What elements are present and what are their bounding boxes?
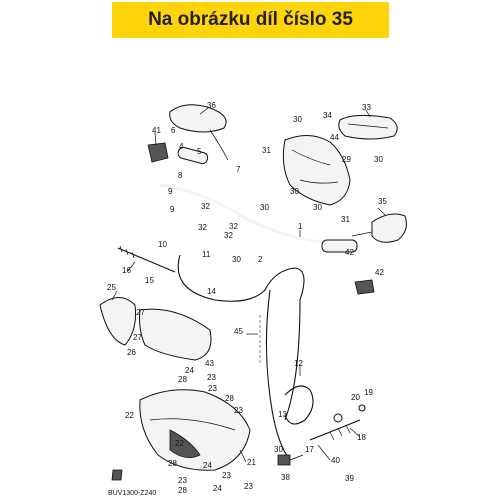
label-30d: 30 (313, 203, 322, 212)
label-18: 18 (357, 433, 366, 442)
label-11: 11 (202, 250, 211, 259)
label-22b: 22 (175, 439, 184, 448)
label-45: 45 (234, 327, 243, 336)
label-32c: 32 (229, 222, 238, 231)
label-36: 36 (207, 101, 216, 110)
right-mirror[interactable] (351, 213, 407, 243)
label-30b: 30 (374, 155, 383, 164)
label-7: 7 (236, 165, 241, 174)
label-15: 15 (145, 276, 154, 285)
decal-emblem (111, 469, 123, 481)
brake-cable-2 (265, 289, 291, 461)
label-28c: 28 (168, 459, 177, 468)
right-grip[interactable] (321, 239, 358, 253)
label-19: 19 (364, 388, 373, 397)
label-42: 42 (345, 248, 354, 257)
label-39: 39 (345, 474, 354, 483)
label-20: 20 (351, 393, 360, 402)
lever-holder[interactable] (147, 142, 169, 163)
label-24: 24 (185, 366, 194, 375)
label-31b: 31 (341, 215, 350, 224)
label-23c: 23 (234, 406, 243, 415)
banner-title: Na obrázku díl číslo 35 (148, 9, 353, 30)
label-38: 38 (281, 473, 290, 482)
label-4: 4 (179, 142, 184, 151)
label-28d: 28 (178, 486, 187, 495)
screen-bracket[interactable] (139, 308, 212, 361)
label-34: 34 (323, 111, 332, 120)
label-14: 14 (207, 287, 216, 296)
label-30e: 30 (260, 203, 269, 212)
label-12: 12 (294, 359, 303, 368)
label-33: 33 (362, 103, 371, 112)
label-13: 13 (278, 410, 287, 419)
label-24c: 24 (213, 484, 222, 493)
label-41: 41 (152, 126, 161, 135)
part-labels: 36 33 41 6 30 34 44 4 5 31 29 30 7 8 9 3… (107, 101, 387, 495)
label-40: 40 (331, 456, 340, 465)
windscreen[interactable] (99, 297, 136, 346)
rear-brake-rod[interactable] (309, 419, 361, 441)
label-42b: 42 (375, 268, 384, 277)
label-1: 1 (298, 222, 303, 231)
label-9: 9 (168, 187, 173, 196)
label-23b: 23 (208, 384, 217, 393)
brake-hose (284, 385, 314, 425)
label-9b: 9 (170, 205, 175, 214)
label-32d: 32 (224, 231, 233, 240)
label-26: 26 (127, 348, 136, 357)
label-21: 21 (247, 458, 256, 467)
pin (358, 404, 366, 412)
right-switch[interactable] (354, 279, 375, 295)
label-32b: 32 (198, 223, 207, 232)
brake-cable-3 (284, 299, 301, 421)
label-27: 27 (136, 308, 145, 317)
caliper-bracket (277, 454, 291, 466)
label-6: 6 (171, 126, 176, 135)
label-28b: 28 (225, 394, 234, 403)
label-2: 2 (258, 255, 263, 264)
throttle-cable (117, 247, 176, 273)
label-17: 17 (305, 445, 314, 454)
label-30f: 30 (232, 255, 241, 264)
label-23: 23 (207, 373, 216, 382)
label-23d: 23 (222, 471, 231, 480)
label-30c: 30 (290, 187, 299, 196)
label-23e: 23 (178, 476, 187, 485)
label-24b: 24 (203, 461, 212, 470)
label-30: 30 (293, 115, 302, 124)
brake-cable-1 (177, 254, 305, 302)
label-22: 22 (125, 411, 134, 420)
label-27b: 27 (133, 333, 142, 342)
title-banner: Na obrázku díl číslo 35 (112, 2, 389, 38)
label-35: 35 (378, 197, 387, 206)
label-31: 31 (262, 146, 271, 155)
label-44: 44 (330, 133, 339, 142)
label-30g: 30 (274, 445, 283, 454)
label-10: 10 (158, 240, 167, 249)
label-28: 28 (178, 375, 187, 384)
label-5: 5 (197, 147, 202, 156)
left-mirror[interactable] (169, 104, 229, 161)
label-29: 29 (342, 155, 351, 164)
left-grip[interactable] (177, 146, 209, 165)
meter-cover[interactable] (338, 114, 398, 140)
label-43: 43 (205, 359, 214, 368)
diagram-code: BUV1300-Z240 (108, 490, 156, 497)
spring (333, 413, 343, 423)
label-23f: 23 (244, 482, 253, 491)
label-16: 16 (122, 266, 131, 275)
label-8: 8 (178, 171, 183, 180)
front-cowl[interactable] (139, 389, 251, 471)
label-25: 25 (107, 283, 116, 292)
handle-cover[interactable] (282, 135, 351, 206)
label-32: 32 (201, 202, 210, 211)
